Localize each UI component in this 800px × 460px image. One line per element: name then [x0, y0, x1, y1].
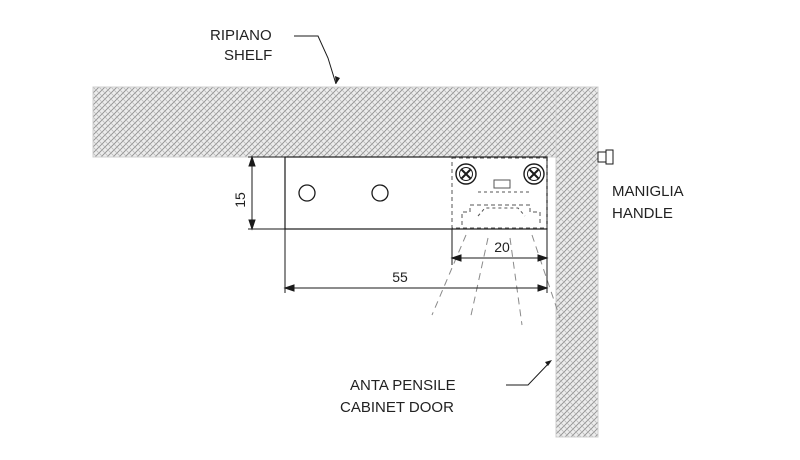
dimension-total-width-value: 55 — [392, 269, 408, 285]
dimension-light-width-value: 20 — [494, 239, 510, 255]
cabinet-door-panel — [555, 86, 599, 438]
light-profile-body — [284, 156, 548, 230]
door-label-it: ANTA PENSILE — [350, 377, 456, 394]
handle-label-en: HANDLE — [612, 205, 673, 222]
dimension-height — [248, 155, 285, 231]
screw-left — [455, 163, 477, 185]
handle-label-it: MANIGLIA — [612, 183, 684, 200]
shelf-label-it: RIPIANO — [210, 27, 272, 44]
door-leader — [506, 361, 551, 386]
mounting-hole-left — [298, 184, 316, 202]
dimension-total-width — [283, 229, 549, 293]
mounting-hole-right — [371, 184, 389, 202]
dimension-light-width — [450, 229, 549, 265]
shelf-label-en: SHELF — [224, 47, 272, 64]
shelf-leader — [294, 35, 337, 85]
screw-right — [523, 163, 545, 185]
light-beams — [431, 234, 561, 326]
handle-knob — [597, 149, 614, 165]
dimension-height-value: 15 — [232, 192, 248, 208]
door-label-en: CABINET DOOR — [340, 399, 454, 416]
led-module — [451, 157, 548, 229]
shelf-panel — [92, 86, 599, 158]
